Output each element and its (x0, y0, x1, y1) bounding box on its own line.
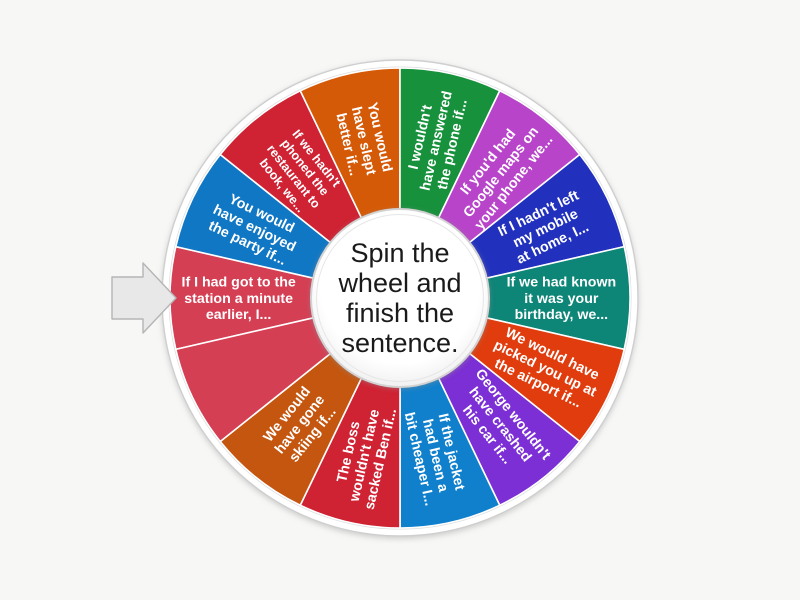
wheel-segment-label-line: it was your (524, 291, 599, 307)
wheel-segment-label-line: station a minute (184, 291, 293, 307)
wheel-segment-label: I wouldn'thave answeredthe phone if... (402, 86, 472, 196)
wheel-segment-label-line: birthday, we... (515, 307, 609, 323)
wheel-center-text-line: finish the (346, 298, 454, 328)
wheel-segment-label-line: earlier, I... (206, 307, 271, 323)
wheel-segment-label-line: If we had known (507, 274, 617, 290)
wheel-center-text-line: wheel and (337, 268, 461, 298)
wheel-center-text-line: Spin the (350, 238, 449, 268)
svg-text:I wouldn'thave answeredthe pho: I wouldn'thave answeredthe phone if... (402, 86, 472, 196)
wheel-hub[interactable] (310, 208, 490, 388)
wheel-pointer-arrow[interactable] (111, 262, 177, 334)
wheel-segment-label-line: If I had got to the (181, 274, 295, 290)
wheel-center-text-line: sentence. (341, 328, 458, 358)
